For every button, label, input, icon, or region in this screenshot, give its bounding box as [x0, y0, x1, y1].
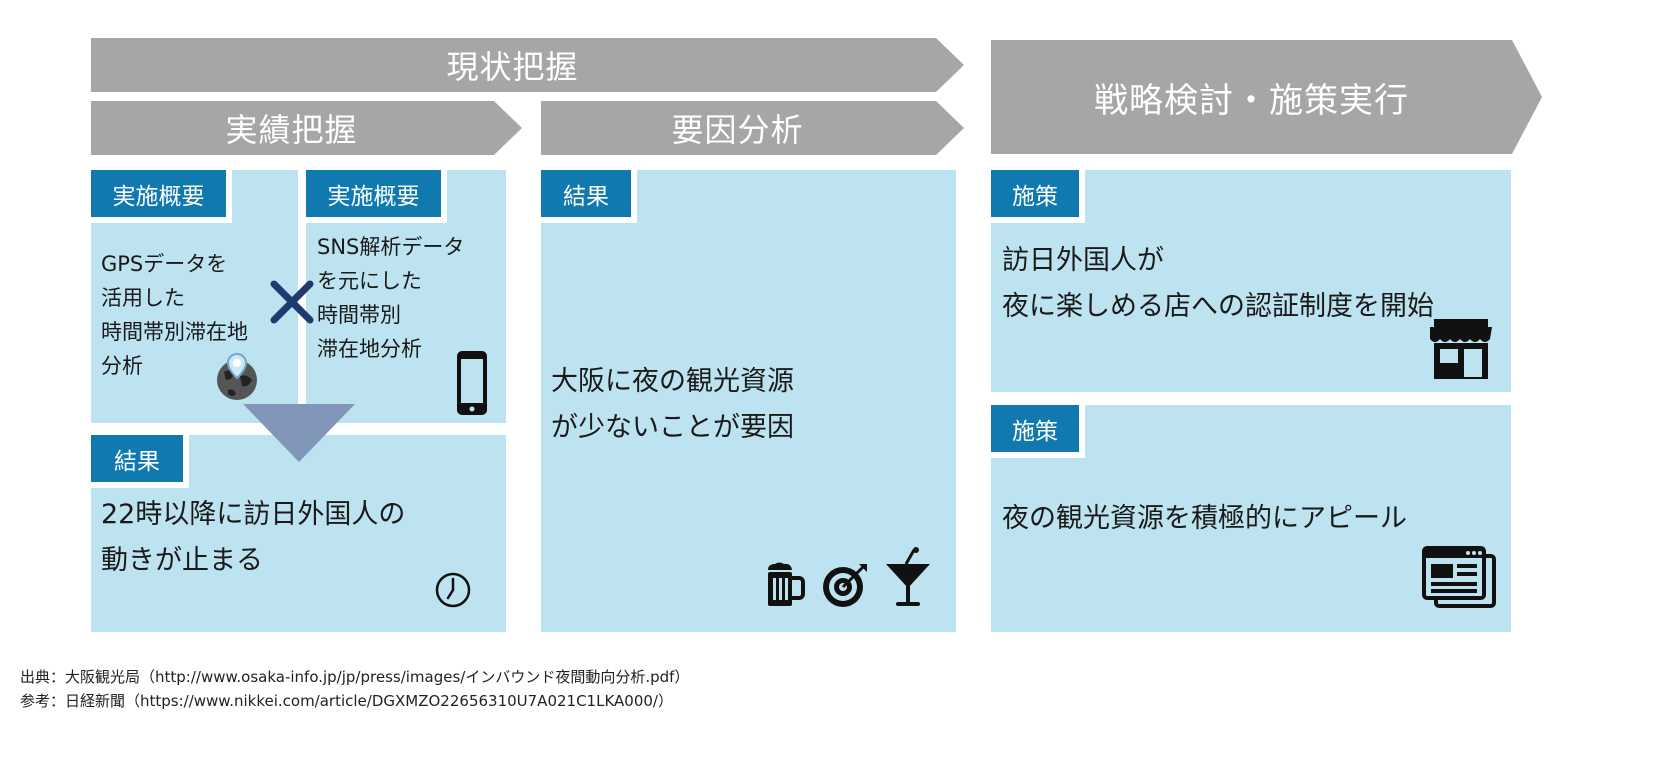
measure-card-1-text: 訪日外国人が 夜に楽しめる店への認証制度を開始 [1002, 245, 1434, 322]
phase-label-factor-analysis: 要因分析 [671, 111, 804, 149]
result-card-text: 22時以降に訪日外国人の 動きが止まる [101, 499, 406, 576]
source-line-2: 参考：日経新聞（https://www.nikkei.com/article/D… [20, 692, 673, 710]
storefront-icon [1426, 317, 1496, 385]
phase-arrow-factor-analysis: 要因分析 [541, 101, 964, 155]
phase-label-results-grasp: 実績把握 [225, 111, 358, 149]
web-pages-icon [1422, 546, 1498, 614]
smartphone-icon [455, 349, 489, 421]
clock-icon [434, 571, 472, 613]
measure-card-2-tag: 施策 [991, 405, 1079, 452]
factor-card-tag: 結果 [541, 170, 631, 217]
cocktail-icon [884, 546, 932, 614]
target-icon [819, 562, 869, 614]
result-card-tag: 結果 [91, 435, 183, 482]
phase-arrow-situation: 現状把握 [91, 38, 964, 92]
sns-card-tag: 実施概要 [306, 170, 441, 217]
measure-card-1-tag: 施策 [991, 170, 1079, 217]
factor-card [541, 170, 956, 632]
globe-pin-icon [214, 350, 260, 406]
cross-symbol [268, 278, 316, 326]
sns-card-text: SNS解析データ を元にした 時間帯別 滞在地分析 [317, 235, 465, 361]
phase-label-strategy: 戦略検討・施策実行 [1094, 80, 1409, 121]
phase-arrow-results-grasp: 実績把握 [91, 101, 522, 155]
phase-arrow-strategy: 戦略検討・施策実行 [991, 40, 1542, 154]
phase-label-situation: 現状把握 [446, 48, 579, 86]
source-line-1: 出典：大阪観光局（http://www.osaka-info.jp/jp/pre… [20, 668, 690, 686]
gps-card-text: GPSデータを 活用した 時間帯別滞在地 分析 [101, 252, 248, 378]
gps-card-tag: 実施概要 [91, 170, 226, 217]
beer-mug-icon [762, 562, 806, 614]
factor-card-text: 大阪に夜の観光資源 が少ないことが要因 [551, 366, 794, 443]
down-arrow [243, 404, 355, 462]
measure-card-2-text: 夜の観光資源を積極的にアピール [1002, 503, 1407, 534]
